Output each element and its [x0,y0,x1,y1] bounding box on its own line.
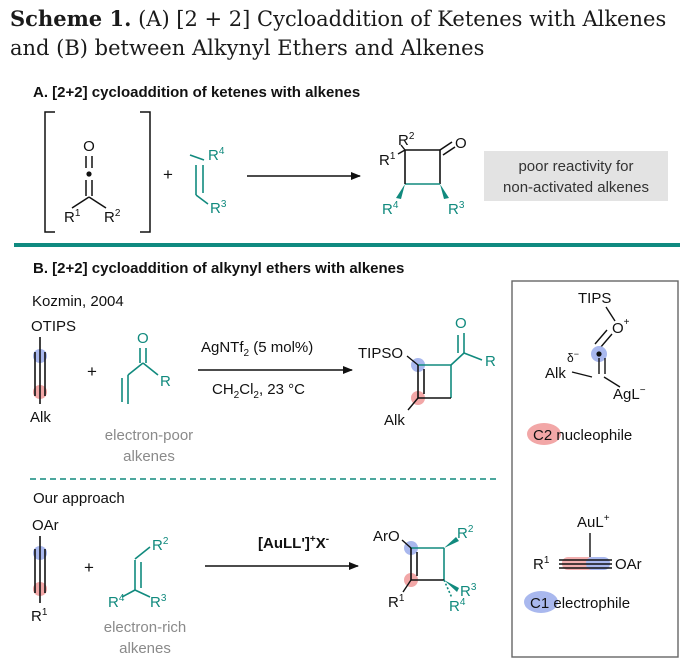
reactivity-note-line1: poor reactivity for [518,158,633,175]
our-alkene: R2 R4 R3 [108,536,169,611]
alkene-a-r4: R4 [208,146,225,164]
scheme-number: Scheme 1. [10,6,132,31]
our-product-r4: R4 [449,597,466,615]
alkene-a-r3: R3 [210,199,227,217]
box-oar: OAr [615,556,642,573]
our-product-r1: R1 [388,593,405,611]
box-aul: AuL+ [577,513,610,531]
product-a-r3: R3 [448,200,465,218]
right-bracket [140,111,151,233]
box-oxonium: O+ [612,317,630,337]
kozmin-alkynyl-ether: OTIPS Alk [30,318,76,426]
box-tips: TIPS [578,290,611,307]
kozmin-caption-line1: electron-poor [105,427,193,444]
our-alkyne-bottom: R1 [31,607,48,625]
ketene-r1: R1 [64,208,81,226]
our-alkynyl-ether: OAr R1 [31,517,59,625]
box-agl: AgL− [613,385,646,403]
product-a-r4: R4 [382,200,399,218]
kozmin-product-oxygen: O [455,315,467,332]
our-alkyne-top: OAr [32,517,59,534]
ketene-oxygen: O [83,138,95,155]
our-cyclobutene-product: ArO R2 R1 R3 R4 [373,524,477,615]
our-approach-label: Our approach [33,490,125,507]
enone-r: R [160,373,171,390]
ketene-structure: O R1 R2 [64,138,121,226]
scheme-caption: (A) [2 + 2] Cycloaddition of Ketenes wit… [10,7,667,60]
section-divider [14,243,680,247]
ketene-r2: R2 [104,208,121,226]
box-r1: R1 [533,555,550,573]
section-a-heading: A. [2+2] cycloaddition of ketenes with a… [33,84,360,101]
gold-catalyst-label: [AuLL']+X- [258,534,329,552]
our-caption-line2: alkenes [119,640,171,657]
our-product-r2: R2 [457,524,474,542]
reactivity-note-box [484,151,668,201]
c1-electrophile-label: C1 electrophile [530,595,630,612]
kozmin-product-alk: Alk [384,412,405,429]
c2-nucleophile-label: C2 nucleophile [533,427,632,444]
left-bracket [44,111,55,233]
product-a-oxygen: O [455,135,467,152]
alkene-a-structure: R4 R3 [189,146,227,217]
kozmin-alkyne-bottom: Alk [30,409,51,426]
product-a-r1: R1 [379,151,396,169]
kozmin-conditions-top: AgNTf2 (5 mol%) [201,339,313,359]
plus-a: + [163,165,173,184]
plus-our: + [84,558,94,577]
kozmin-label: Kozmin, 2004 [32,293,124,310]
our-alkene-r3: R3 [150,593,167,611]
section-b-heading: B. [2+2] cycloaddition of alkynyl ethers… [33,260,404,277]
box-alk: Alk [545,365,566,382]
our-alkene-r4: R4 [108,593,125,611]
our-caption-line1: electron-rich [104,619,187,636]
kozmin-enone: O R [121,330,171,404]
gold-activated-alkyne: AuL+ R1 OAr [533,513,642,573]
cyclobutanone-product: O R2 R1 R4 R3 [379,131,467,218]
our-product-r3: R3 [460,582,477,600]
kozmin-conditions-bottom: CH2Cl2, 23 °C [212,381,305,401]
product-a-r2: R2 [398,131,415,149]
box-delta: δ− [567,349,579,365]
our-alkene-r2: R2 [152,536,169,554]
our-product-aro: ArO [373,528,400,545]
reactivity-note-line2: non-activated alkenes [503,179,649,196]
c2-badge-bg [527,423,561,445]
kozmin-cyclobutene-product: TIPSO Alk O R [358,315,496,429]
enone-oxygen: O [137,330,149,347]
kozmin-product-tipso: TIPSO [358,345,403,362]
kozmin-alkyne-top: OTIPS [31,318,76,335]
plus-kozmin: + [87,362,97,381]
c1-badge-bg [524,591,558,613]
silver-keteniminium: TIPS O+ δ− Alk AgL− [545,290,646,403]
scheme-title: Scheme 1. (A) [2 + 2] Cycloaddition of K… [10,4,690,63]
kozmin-caption-line2: alkenes [123,448,175,465]
kozmin-product-r: R [485,353,496,370]
comparison-box [511,280,679,658]
